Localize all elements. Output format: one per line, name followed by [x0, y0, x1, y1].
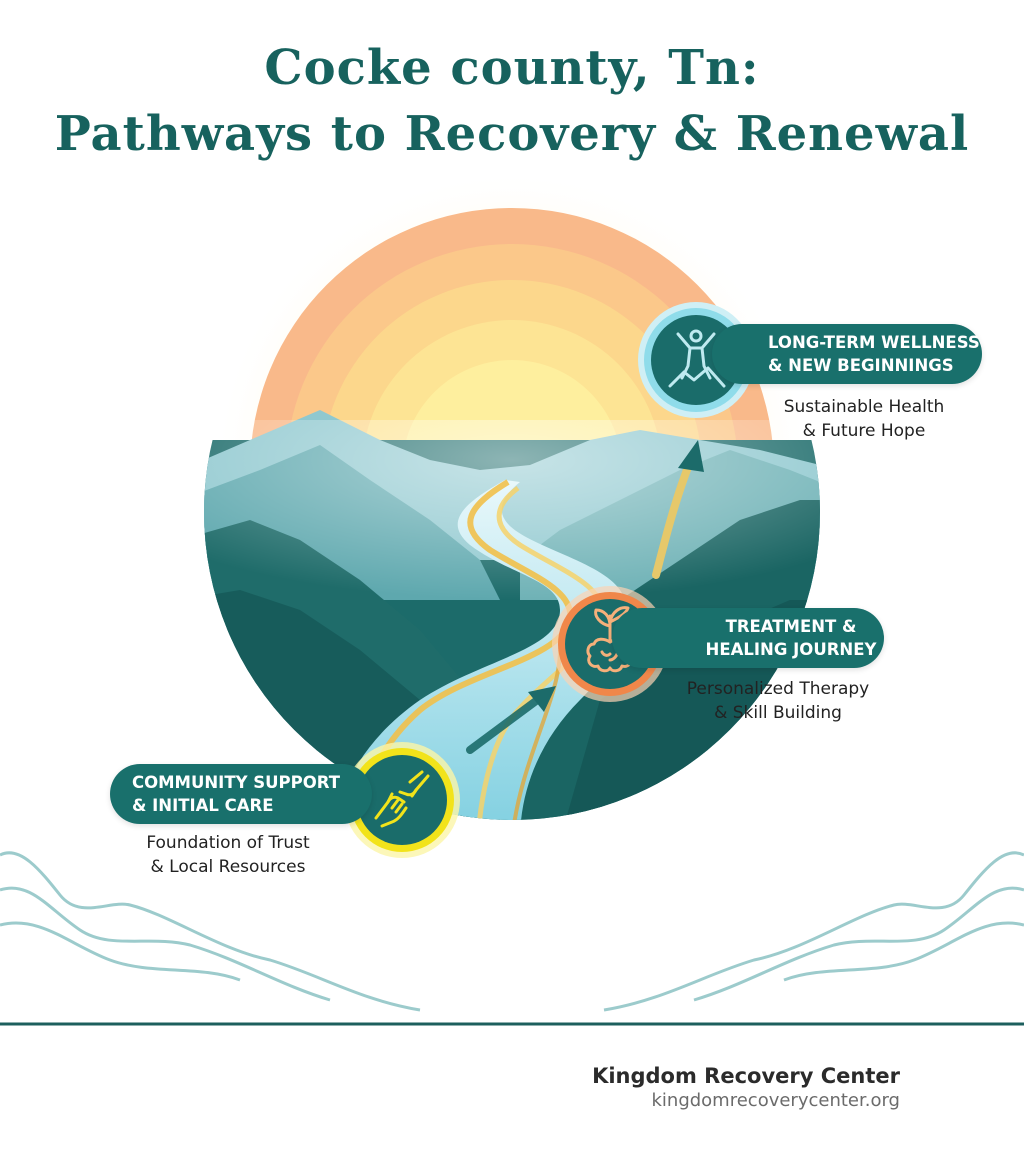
progress-arrow-1 [466, 686, 556, 754]
stage-title-community: COMMUNITY SUPPORT & INITIAL CARE [110, 764, 372, 824]
stage-title-wellness-line2: & NEW BEGINNINGS [768, 356, 954, 375]
stage-desc-treatment-line2: & Skill Building [714, 703, 842, 723]
stage-title-treatment-line2: HEALING JOURNEY [705, 640, 877, 659]
stage-title-community-line2: & INITIAL CARE [132, 796, 274, 815]
stage-desc-wellness: Sustainable Health & Future Hope [764, 395, 964, 443]
progress-arrow-2 [652, 440, 704, 579]
stage-title-community-line1: COMMUNITY SUPPORT [132, 773, 340, 792]
stage-desc-community-line2: & Local Resources [150, 857, 306, 877]
stage-desc-community: Foundation of Trust & Local Resources [128, 831, 328, 879]
page-title-line-1: Cocke county, Tn: [264, 40, 760, 96]
decorative-mountain-lines [0, 851, 1024, 1012]
stage-desc-wellness-line1: Sustainable Health [783, 397, 945, 417]
stage-title-wellness-line1: LONG-TERM WELLNESS [768, 333, 980, 352]
stage-desc-treatment-line1: Personalized Therapy [686, 679, 870, 699]
brand-name: Kingdom Recovery Center [592, 1064, 900, 1088]
page-title-line-2: Pathways to Recovery & Renewal [54, 106, 970, 162]
stage-title-treatment: TREATMENT & HEALING JOURNEY [612, 608, 884, 668]
stage-title-wellness: LONG-TERM WELLNESS & NEW BEGINNINGS [712, 324, 982, 384]
stage-desc-treatment: Personalized Therapy & Skill Building [668, 677, 888, 725]
stage-desc-community-line1: Foundation of Trust [146, 833, 310, 853]
helping-hands-icon [344, 742, 460, 858]
stage-title-treatment-line1: TREATMENT & [725, 617, 857, 636]
brand-url[interactable]: kingdomrecoverycenter.org [651, 1090, 900, 1111]
stage-desc-wellness-line2: & Future Hope [802, 421, 926, 441]
